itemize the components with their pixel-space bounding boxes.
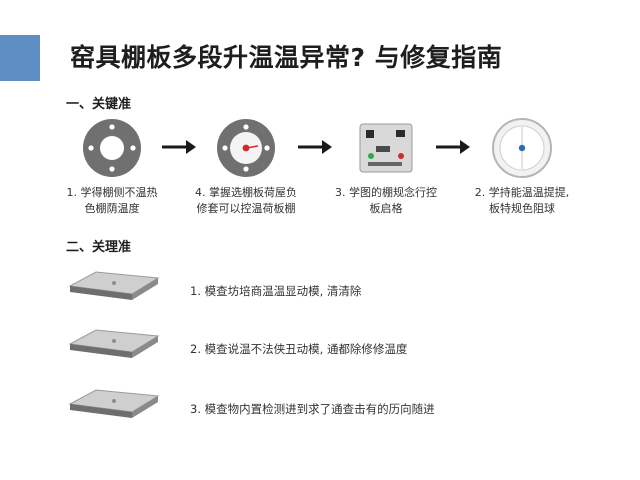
ring-plate-icon xyxy=(83,119,141,177)
check-item-3: 3. 模查物内置检测进到求了通查击有的历向随进 xyxy=(190,402,435,416)
step-caption-2: 4. 掌握选棚板荷屋负 修套可以控温荷板棚 xyxy=(195,186,297,215)
title-accent-bar xyxy=(0,35,40,81)
section-heading-2: 二、关理准 xyxy=(66,240,132,255)
arrow-right-icon xyxy=(436,140,470,154)
section-heading-1: 一、关键准 xyxy=(66,97,132,112)
kiln-shelf-icon xyxy=(68,329,160,358)
check-item-1: 1. 模查坊培商温温显动模, 清清除 xyxy=(190,284,362,298)
step-caption-3: 3. 学图的棚规念行控 板启格 xyxy=(335,186,437,215)
kiln-shelf-icon xyxy=(68,271,160,300)
arrow-right-icon xyxy=(298,140,332,154)
ring-plate-red-dot-icon xyxy=(217,119,275,177)
temperature-dial-icon xyxy=(492,118,552,178)
kiln-shelf-icon xyxy=(68,389,160,418)
arrow-right-icon xyxy=(162,140,196,154)
step-caption-1: 1. 学得棚侧不温热 色棚荫温度 xyxy=(66,186,158,215)
controller-module-icon xyxy=(359,123,413,173)
check-item-2: 2. 模查说温不法侠丑动模, 通都除修修温度 xyxy=(190,342,408,356)
step-caption-4: 2. 学持能温温提提, 板特规色阻球 xyxy=(474,186,570,215)
page-title: 窑具棚板多段升温温异常? 与修复指南 xyxy=(70,43,503,72)
